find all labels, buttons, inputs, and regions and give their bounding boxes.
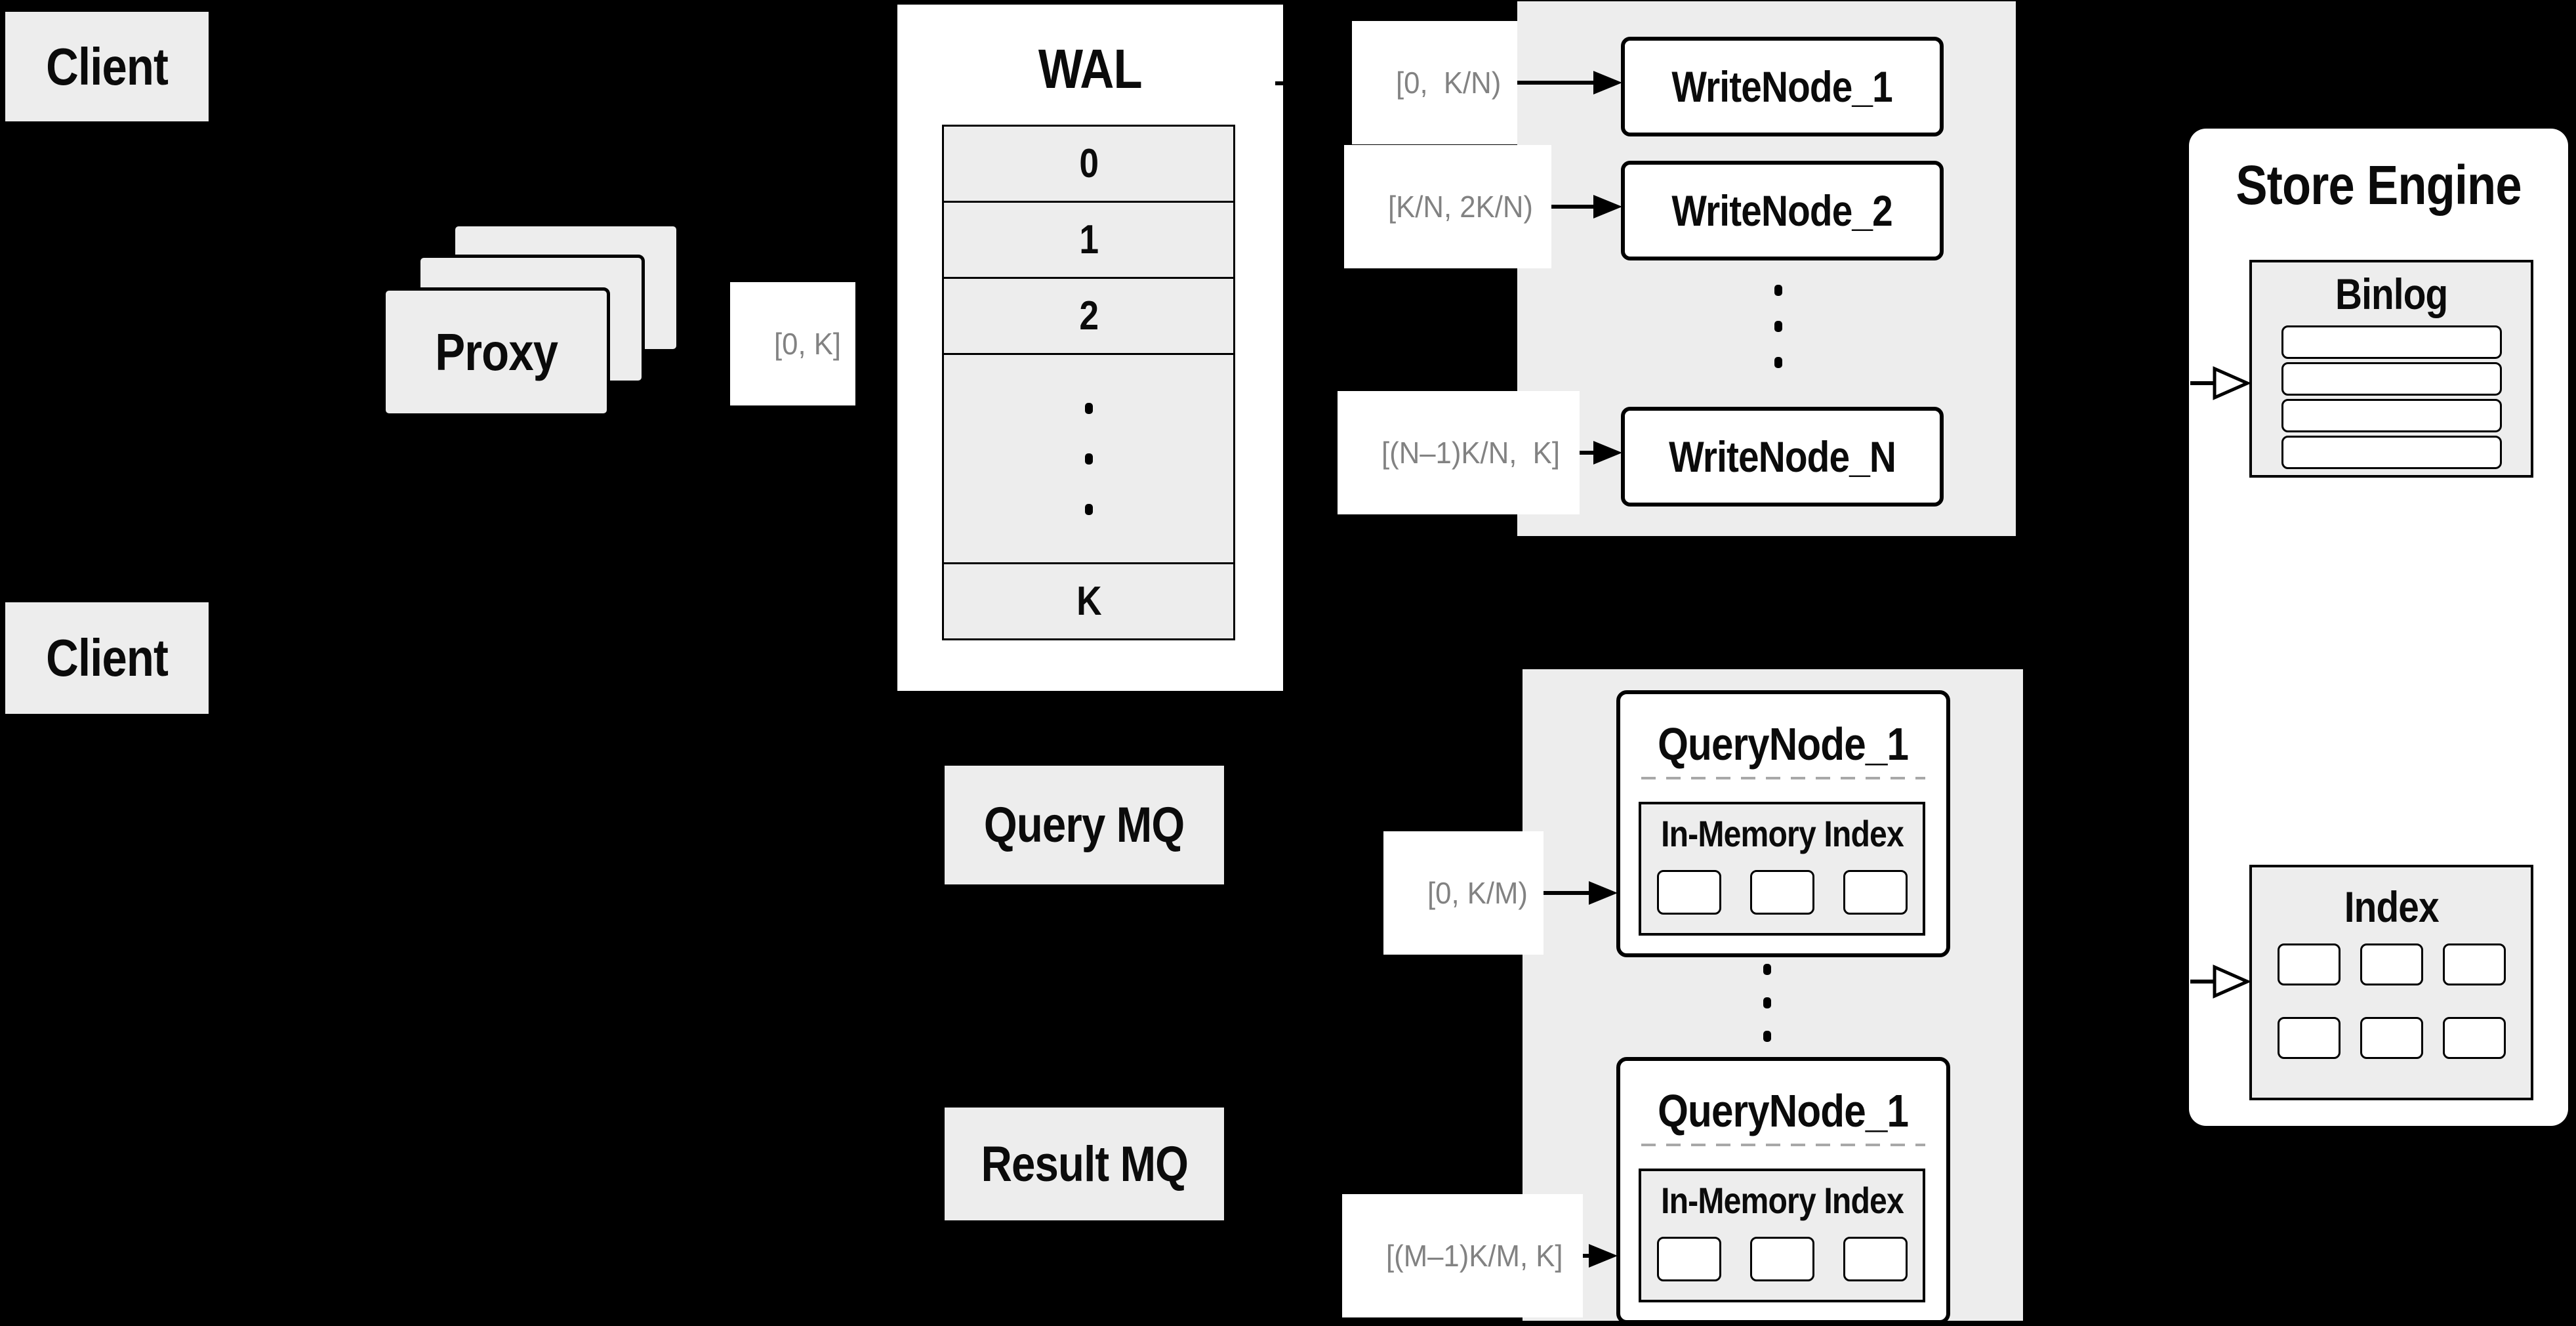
segment-cell (1656, 870, 1721, 915)
query-node-title: QueryNode_1 (1658, 1085, 1909, 1136)
wal-row-label: K (1076, 579, 1102, 624)
segment-cell (1749, 1237, 1814, 1281)
range-text: [(M–1)K/M, K] (1386, 1239, 1563, 1273)
segment-cell (1843, 870, 1908, 915)
index-cell-row (2277, 1017, 2506, 1059)
range-text: [(N–1)K/N, K] (1381, 436, 1561, 470)
range-text: [0, K/N) (1396, 66, 1502, 100)
index-cell (2442, 1017, 2506, 1059)
index-cell (2442, 943, 2506, 985)
range-label-write-n: [(N–1)K/N, K] (1338, 391, 1580, 514)
client-box-top: Client (5, 12, 209, 121)
range-text: [0, K/M) (1427, 876, 1528, 910)
wal-row-label: 1 (1079, 217, 1099, 262)
index-cell-row (2277, 943, 2506, 985)
proxy-box: Proxy (382, 287, 610, 417)
wal-row-2: 2 (942, 277, 1235, 355)
vertical-ellipsis (1774, 285, 1782, 368)
index-title-wrap: Index (2252, 874, 2531, 940)
store-engine-container: Store Engine Binlog Index (2189, 129, 2568, 1126)
wal-title: WAL (1038, 37, 1143, 100)
in-memory-index-title: In-Memory Index (1660, 812, 1904, 854)
write-node-n: WriteNode_N (1621, 407, 1944, 507)
segment-cells (1641, 1237, 1923, 1281)
query-mq-label: Query MQ (984, 797, 1185, 853)
binlog-title-wrap: Binlog (2252, 264, 2531, 324)
segment-cells (1641, 870, 1923, 915)
in-memory-index-box: In-Memory Index (1639, 802, 1925, 936)
in-memory-index-title-wrap: In-Memory Index (1641, 1176, 1923, 1224)
wal-title-wrap: WAL (897, 23, 1283, 115)
index-box: Index (2249, 865, 2533, 1100)
query-node-box-top: QueryNode_1 In-Memory Index (1616, 690, 1950, 957)
in-memory-index-box: In-Memory Index (1639, 1169, 1925, 1302)
binlog-row (2281, 325, 2502, 359)
wal-row-label: 0 (1079, 141, 1099, 186)
index-title: Index (2344, 882, 2440, 931)
store-engine-title: Store Engine (2236, 154, 2522, 216)
segment-cell (1843, 1237, 1908, 1281)
index-cells (2252, 943, 2531, 1059)
range-label-write-1: [0, K/N) (1352, 21, 1517, 144)
wal-row-0: 0 (942, 125, 1235, 203)
query-node-title: QueryNode_1 (1658, 718, 1909, 770)
range-text: [0, K] (774, 327, 842, 361)
segment-cell (1656, 1237, 1721, 1281)
binlog-row (2281, 436, 2502, 469)
segment-cell (1749, 870, 1814, 915)
write-node-label: WriteNode_1 (1671, 62, 1893, 111)
wal-container: WAL 0 1 2 K (895, 3, 1285, 693)
dashed-divider (1641, 777, 1925, 779)
index-cell (2277, 1017, 2341, 1059)
in-memory-index-title-wrap: In-Memory Index (1641, 810, 1923, 857)
write-node-1: WriteNode_1 (1621, 37, 1944, 136)
wal-row-label: 2 (1079, 293, 1099, 339)
binlog-box: Binlog (2249, 260, 2533, 478)
binlog-row (2281, 362, 2502, 396)
query-node-box-bottom: QueryNode_1 In-Memory Index (1616, 1057, 1950, 1324)
vertical-ellipsis (1763, 964, 1771, 1042)
client-label: Client (46, 37, 169, 96)
index-cell (2360, 1017, 2423, 1059)
result-mq-box: Result MQ (945, 1108, 1224, 1220)
index-cell (2360, 943, 2423, 985)
proxy-label: Proxy (435, 322, 558, 381)
binlog-row (2281, 399, 2502, 432)
binlog-title: Binlog (2335, 270, 2448, 318)
range-label-proxy-wal: [0, K] (730, 282, 855, 405)
write-node-label: WriteNode_2 (1671, 186, 1893, 235)
wal-row-k: K (942, 562, 1235, 640)
query-node-title-wrap: QueryNode_1 (1620, 1078, 1946, 1144)
wal-row-ellipsis (942, 353, 1235, 564)
wal-row-1: 1 (942, 201, 1235, 279)
write-node-label: WriteNode_N (1669, 432, 1896, 481)
result-mq-label: Result MQ (981, 1136, 1188, 1192)
range-label-query-1: [0, K/M) (1383, 831, 1544, 955)
query-node-title-wrap: QueryNode_1 (1620, 711, 1946, 777)
query-mq-box: Query MQ (945, 766, 1224, 884)
write-node-2: WriteNode_2 (1621, 161, 1944, 260)
client-label: Client (46, 629, 169, 687)
wal-rows: 0 1 2 K (942, 125, 1235, 640)
vertical-ellipsis (1084, 402, 1093, 515)
range-label-write-2: [K/N, 2K/N) (1344, 145, 1551, 268)
binlog-rows (2252, 325, 2531, 469)
range-text: [K/N, 2K/N) (1388, 190, 1534, 224)
client-box-bottom: Client (5, 602, 209, 714)
range-label-query-m: [(M–1)K/M, K] (1342, 1194, 1583, 1317)
store-engine-title-wrap: Store Engine (2189, 152, 2568, 218)
dashed-divider (1641, 1144, 1925, 1146)
in-memory-index-title: In-Memory Index (1660, 1179, 1904, 1221)
index-cell (2277, 943, 2341, 985)
